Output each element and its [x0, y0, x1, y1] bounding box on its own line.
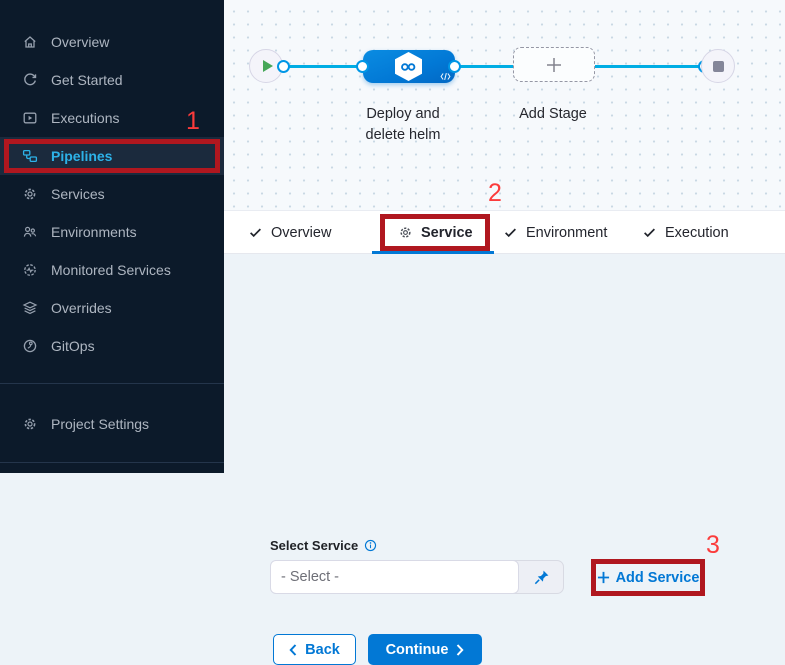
play-square-icon — [22, 110, 38, 126]
tab-overview[interactable]: Overview — [248, 211, 331, 254]
sidebar-item-executions[interactable]: Executions — [0, 99, 224, 137]
gear-icon — [398, 225, 413, 240]
sidebar: Overview Get Started Executions Pipeline… — [0, 0, 224, 473]
restart-icon — [22, 72, 38, 88]
home-icon — [22, 34, 38, 50]
tab-service[interactable]: Service — [398, 211, 473, 254]
pipelines-icon — [22, 148, 38, 164]
pipeline-edge — [595, 65, 705, 68]
main-panel: Deploy and delete helm Add Stage 2 Overv… — [224, 0, 785, 665]
layers-icon — [22, 300, 38, 316]
annotation-number-3: 3 — [706, 531, 720, 559]
node-port — [448, 59, 461, 73]
node-port — [277, 59, 290, 73]
gitops-icon — [22, 338, 38, 354]
cd-infinity-hexagon-icon — [395, 52, 422, 81]
monitor-pulse-icon — [22, 262, 38, 278]
sidebar-item-label: Monitored Services — [51, 262, 171, 278]
plus-icon — [547, 57, 561, 72]
check-icon — [642, 225, 657, 240]
back-label: Back — [305, 641, 340, 658]
sidebar-item-label: Executions — [51, 110, 120, 126]
add-stage-label: Add Stage — [519, 106, 587, 122]
sidebar-item-label: Get Started — [51, 72, 123, 88]
sidebar-item-monitored-services[interactable]: Monitored Services — [0, 251, 224, 289]
sidebar-divider — [0, 383, 224, 384]
add-service-label: Add Service — [615, 569, 700, 586]
tab-execution[interactable]: Execution — [642, 211, 729, 254]
sidebar-item-label: Services — [51, 186, 105, 202]
gear-icon — [22, 186, 38, 202]
annotation-number-2: 2 — [488, 179, 502, 207]
tab-label: Service — [421, 224, 473, 241]
sidebar-item-gitops[interactable]: GitOps — [0, 327, 224, 365]
tab-label: Execution — [665, 224, 729, 241]
back-button[interactable]: Back — [273, 634, 356, 665]
continue-button[interactable]: Continue — [368, 634, 482, 665]
sidebar-item-label: Overrides — [51, 300, 112, 316]
tab-environment[interactable]: Environment — [503, 211, 607, 254]
stop-icon — [712, 60, 724, 72]
pin-icon[interactable] — [519, 561, 563, 593]
select-service-label: Select Service — [270, 538, 377, 553]
plus-icon — [597, 571, 609, 584]
sidebar-item-label: Environments — [51, 224, 137, 240]
pipeline-edge — [455, 65, 513, 68]
stage-config-tabbar: Overview Service Environment Execution — [224, 210, 785, 254]
pipeline-canvas[interactable]: Deploy and delete helm Add Stage 2 — [224, 0, 785, 210]
sidebar-item-label: GitOps — [51, 338, 95, 354]
code-icon — [440, 72, 451, 81]
sidebar-item-environments[interactable]: Environments — [0, 213, 224, 251]
pipeline-edge — [284, 65, 363, 68]
service-tab-content: Select Service Add Service 3 Back — [224, 254, 785, 665]
add-service-button[interactable]: Add Service — [591, 559, 705, 596]
tab-label: Overview — [271, 224, 332, 241]
tab-label: Environment — [526, 224, 608, 241]
service-select-input[interactable] — [270, 560, 519, 594]
active-tab-underline — [372, 251, 494, 254]
sidebar-item-label: Pipelines — [51, 148, 113, 164]
sidebar-item-overview[interactable]: Overview — [0, 23, 224, 61]
chevron-right-icon — [457, 643, 464, 656]
sidebar-item-project-settings[interactable]: Project Settings — [0, 405, 224, 443]
pipeline-end-node — [701, 49, 735, 83]
info-icon[interactable] — [364, 539, 377, 552]
sidebar-item-overrides[interactable]: Overrides — [0, 289, 224, 327]
sidebar-item-services[interactable]: Services — [0, 175, 224, 213]
service-select-group — [270, 560, 564, 594]
sidebar-nav: Overview Get Started Executions Pipeline… — [0, 0, 224, 463]
group-icon — [22, 224, 38, 240]
sidebar-item-get-started[interactable]: Get Started — [0, 61, 224, 99]
stage-node-deploy-and-delete-helm[interactable] — [363, 50, 455, 83]
gear-icon — [22, 416, 38, 432]
stage-name-label: Deploy and delete helm — [365, 106, 441, 143]
check-icon — [503, 225, 518, 240]
annotation-number-1: 1 — [186, 107, 200, 135]
sidebar-divider — [0, 462, 224, 463]
sidebar-item-label: Project Settings — [51, 416, 150, 432]
sidebar-item-label: Overview — [51, 34, 110, 50]
node-port — [356, 59, 369, 73]
add-stage-button[interactable] — [513, 47, 595, 82]
chevron-left-icon — [289, 643, 297, 656]
play-icon — [262, 60, 273, 72]
sidebar-item-pipelines[interactable]: Pipelines — [0, 137, 224, 175]
check-icon — [248, 225, 263, 240]
continue-label: Continue — [385, 641, 449, 658]
